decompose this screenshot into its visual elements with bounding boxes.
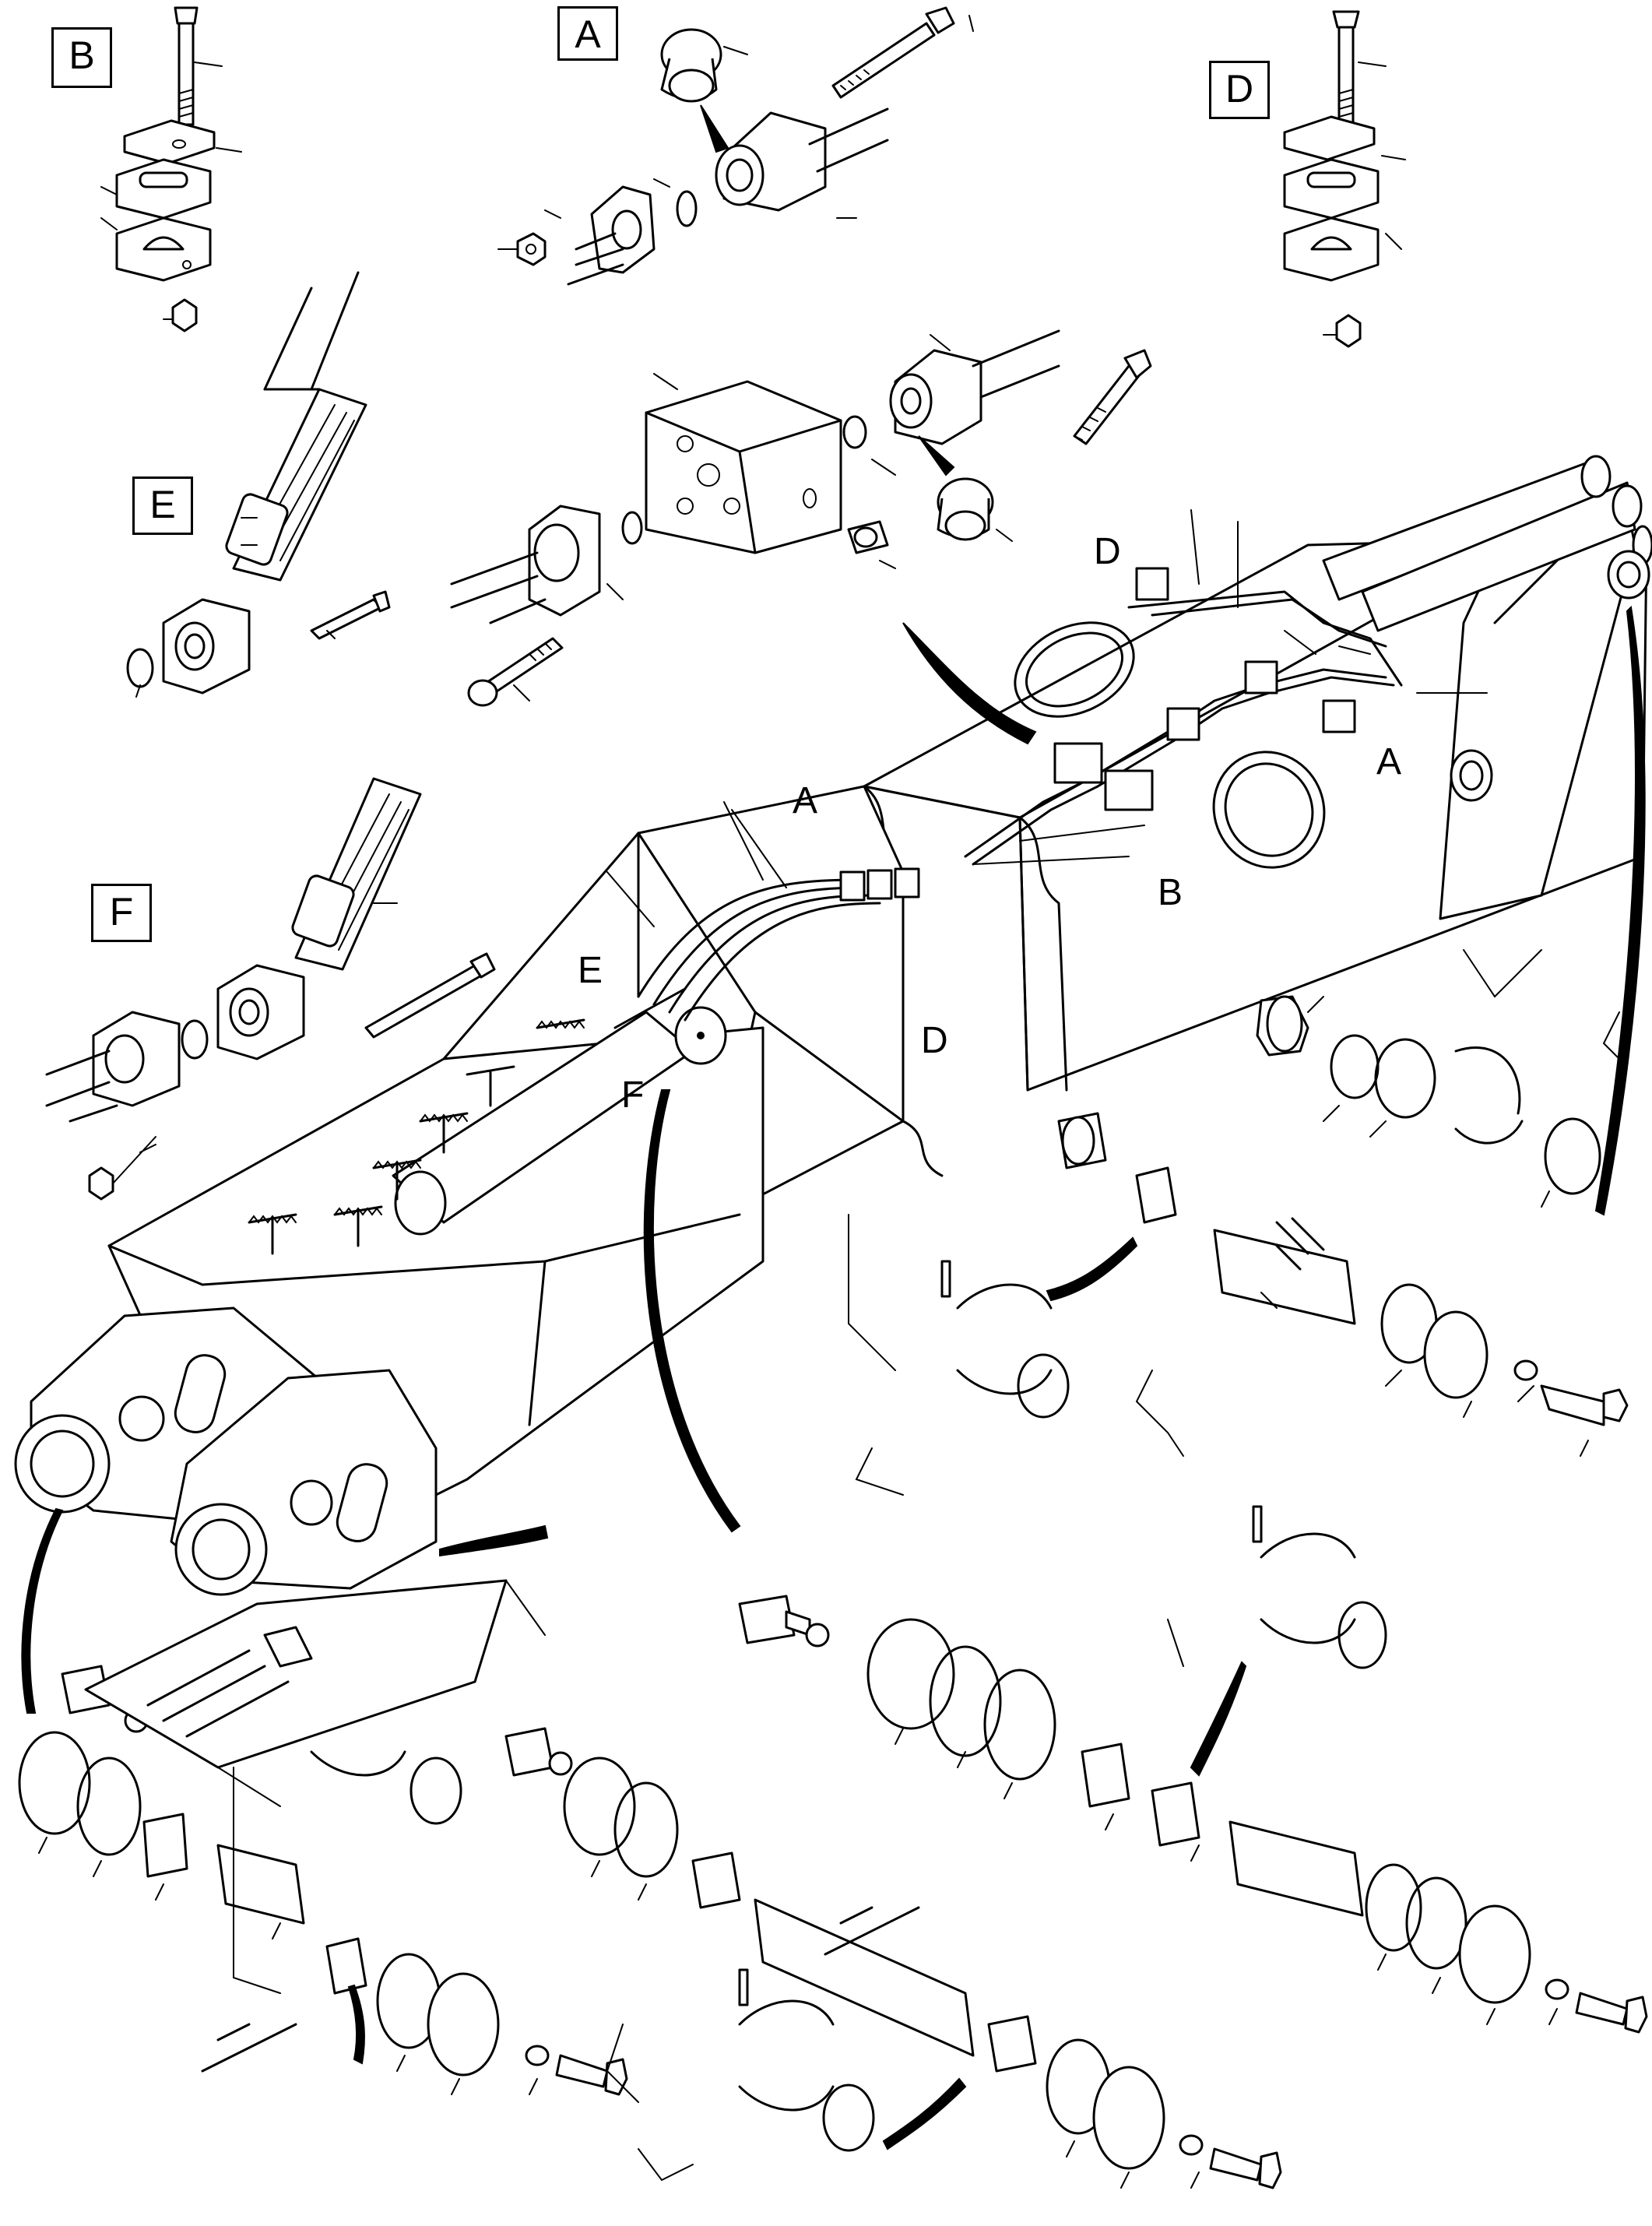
detail-a-flange-fitting xyxy=(497,6,974,286)
floor-plate xyxy=(84,1579,546,1807)
detail-e-hose-flange xyxy=(126,271,391,698)
detail-label-box-d: D xyxy=(1209,61,1270,119)
callout-d-upper: D xyxy=(1094,531,1121,572)
boom-assembly xyxy=(14,455,1652,1596)
callout-a-upper: A xyxy=(1376,741,1402,782)
detail-label-box-a: A xyxy=(557,6,618,61)
detail-f-hose-flange xyxy=(45,777,496,1201)
curved-arrows xyxy=(21,605,1646,2150)
pin-assemblies xyxy=(18,995,1648,2189)
detail-label-box-f: F xyxy=(91,884,152,942)
callout-a-lower: A xyxy=(793,780,818,821)
detail-d-hose-clamp xyxy=(1283,10,1406,348)
construction-lines xyxy=(233,949,1620,2182)
callout-b-lower: B xyxy=(1158,872,1183,913)
detail-label-box-e: E xyxy=(132,476,193,535)
detail-label-box-b: B xyxy=(51,27,112,88)
valve-block-assembly xyxy=(450,329,1152,707)
detail-b-hose-clamp xyxy=(100,6,242,332)
callout-d-lower: D xyxy=(921,1020,948,1061)
callout-e: E xyxy=(578,950,603,991)
callout-f: F xyxy=(621,1074,645,1116)
